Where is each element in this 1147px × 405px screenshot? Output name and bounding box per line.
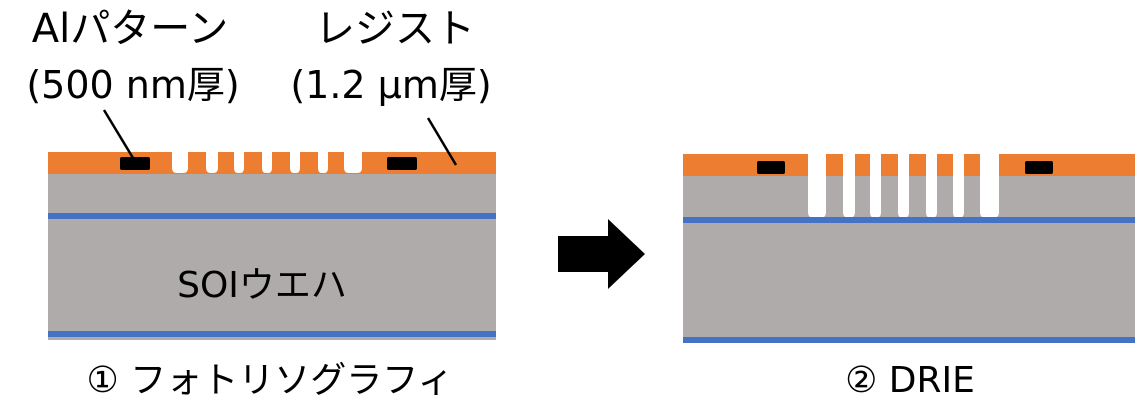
resist-opening [262,150,272,173]
trench [870,152,881,218]
wafer-label: SOIウエハ [177,265,347,306]
al-pattern-label: Alパターン [32,6,228,52]
process-arrow-icon [558,219,645,289]
resist-opening [290,150,300,173]
resist-opening [206,150,218,173]
resist-opening [344,150,362,173]
resist-opening [234,150,244,173]
trench [926,152,937,218]
resist-thickness-label: (1.2 μm厚) [290,63,491,107]
resist-label: レジスト [315,6,475,52]
step1-al-pattern-left [120,157,150,170]
step2-bottom-oxide [683,337,1135,343]
trench [843,152,855,218]
step2-buried-oxide [683,217,1135,223]
step2-al-pattern-right [1025,161,1053,174]
step1-buried-oxide [48,213,496,219]
step2-al-pattern-left [757,161,785,174]
step1-cross-section [48,150,496,340]
step2-caption: ② DRIE [845,360,975,401]
resist-opening [318,150,328,173]
resist-leader-line [426,117,458,166]
step1-silicon-body [48,170,496,340]
trench [808,152,826,218]
step1-caption: ① フォトリソグラフィ [87,360,454,401]
step1-resist-openings [172,150,362,173]
step2-cross-section [683,152,1135,343]
trench [953,152,964,218]
step2-etched-trenches [808,152,999,218]
trench [980,152,999,218]
step1-al-pattern-right [387,157,417,170]
al-pattern-leader-line [102,109,135,159]
resist-opening [172,150,188,173]
trench [898,152,909,218]
al-pattern-thickness-label: (500 nm厚) [26,63,239,107]
step1-bottom-oxide [48,331,496,337]
